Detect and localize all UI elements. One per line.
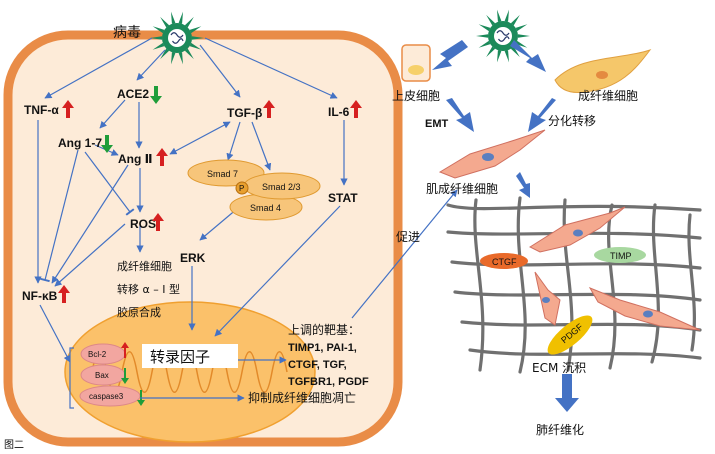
ctgf-oval [480,253,528,269]
epithelial-nucleus [408,65,424,75]
erk-label: ERK [180,251,206,265]
fibrosis-label: 肺纤维化 [536,423,584,437]
myofibroblast-label: 肌成纤维细胞 [426,182,498,196]
fibro-line-2: 转移 α – Ⅰ 型 [117,282,180,296]
figure-label: 图二 [4,439,24,451]
tgf-up-arrow [263,100,275,118]
il6-up-arrow [350,100,362,118]
transcription-factor-label: 转录因子 [150,348,210,366]
ang2-label: Ang Ⅱ [118,152,153,166]
phosphate-label: P [239,184,244,193]
ecm-fibers [446,196,702,374]
virus-icon [150,11,204,65]
targets-line-3: TGFBR1, PGDF [288,376,369,388]
timp-label: TIMP [610,251,632,261]
stat-label: STAT [328,191,358,205]
smad7-label: Smad 7 [207,169,238,179]
smad23-label: Smad 2/3 [262,182,301,192]
nucleus [64,301,316,443]
tnf-label: TNF-α [24,103,59,117]
caspase3-label: caspase3 [89,392,124,401]
ros-up-arrow [152,213,164,231]
targets-title: 上调的靶基： [288,322,360,337]
phosphate-circle [235,181,249,195]
bax-down-arrow [121,368,129,384]
bcl2-up-arrow [121,342,129,358]
epithelial-cell [401,44,431,82]
pdgf-oval [547,315,593,355]
smad4-label: Smad 4 [250,203,281,213]
ctgf-label: CTGF [492,257,517,267]
nfkb-label: NF-κB [22,289,58,303]
ang2-up-arrow [156,148,168,166]
transcription-factor-box [142,344,238,368]
il6-label: IL-6 [328,105,350,119]
targets-line-1: TIMP1, PAI-1, [288,342,357,354]
pathway-arrows [34,37,458,402]
bcl2-label: Bcl-2 [88,350,107,359]
fibro-line-3: 胶原合成 [117,305,161,319]
apoptosis-label: 抑制成纤维细胞凋亡 [248,390,356,405]
fibroblast-label: 成纤维细胞 [578,89,638,103]
ace2-down-arrow [150,86,162,104]
apoptosis-bracket [69,347,74,409]
ecm-myofibroblast-2-nucleus [542,297,550,303]
ecm-label: ECM 沉积 [532,361,586,375]
tnf-up-arrow [62,100,74,118]
right-flow-arrows [432,40,579,412]
promote-label: 促进 [396,230,420,244]
fibro-line-1: 成纤维细胞 [117,260,172,273]
smad7-oval [187,159,265,187]
ros-label: ROS [130,217,156,231]
nfkb-up-arrow [58,285,70,303]
ang17-label: Ang 1-7 [58,136,102,150]
virus-label: 病毒 [113,25,141,41]
emt-label: EMT [425,118,449,130]
bax-label: Bax [95,371,109,380]
ecm-myofibroblast-3 [588,287,701,331]
tgf-label: TGF-β [227,106,262,120]
ecm-myofibroblast-1-nucleus [573,229,583,237]
ecm-myofibroblast-3-nucleus [643,310,653,318]
virus-icon [476,9,530,63]
ecm-myofibroblast-1 [528,206,626,253]
epithelial-label: 上皮细胞 [392,89,440,103]
diff-label: 分化转移 [548,113,596,128]
fibroblast-nucleus [596,71,608,79]
targets-line-2: CTGF, TGF, [288,359,347,371]
timp-oval [594,247,646,263]
myofibroblast-nucleus [482,153,494,161]
myofibroblast-cell [438,129,546,179]
ace2-label: ACE2 [117,87,149,101]
ang17-down-arrow [101,135,113,153]
